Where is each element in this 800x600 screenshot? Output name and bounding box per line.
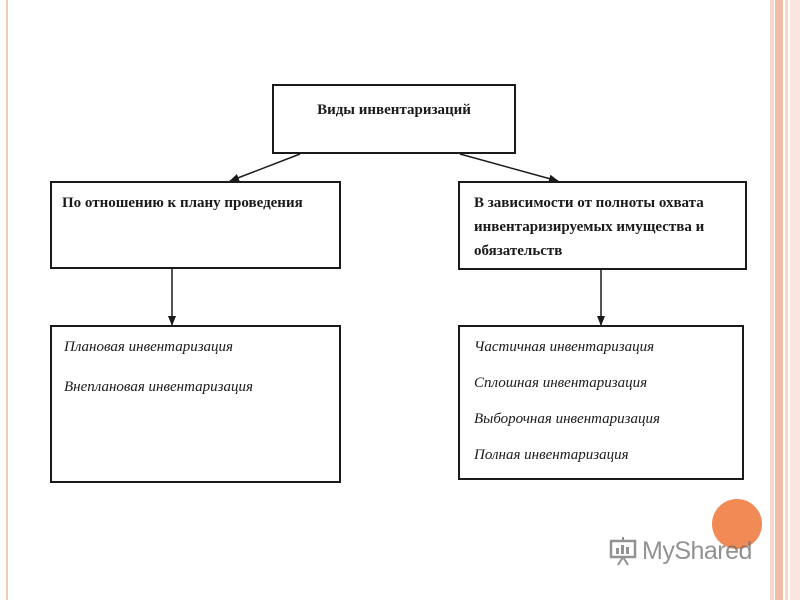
category-label: В зависимости от полноты охвата инвентар… bbox=[474, 195, 705, 259]
slide-frame-left-border bbox=[6, 0, 8, 600]
arrow-root-to-left bbox=[229, 153, 301, 182]
decorative-orange-circle bbox=[712, 499, 762, 549]
items-node-coverage: Частичная инвентаризация Сплошная инвент… bbox=[458, 325, 744, 480]
myshared-logo[interactable]: MyShared bbox=[608, 536, 752, 566]
list-item: Сплошная инвентаризация bbox=[474, 375, 648, 391]
list-item: Частичная инвентаризация bbox=[474, 339, 655, 355]
items-node-plan: Плановая инвентаризация Внеплановая инве… bbox=[50, 325, 341, 483]
list-item: Выборочная инвентаризация bbox=[474, 411, 660, 427]
presentation-board-icon bbox=[609, 537, 637, 566]
decorative-stripe bbox=[770, 0, 774, 600]
category-label: По отношению к плану проведения bbox=[62, 195, 303, 211]
list-item: Плановая инвентаризация bbox=[64, 339, 234, 355]
decorative-stripe bbox=[775, 0, 783, 600]
watermark-text: MyShared bbox=[642, 536, 752, 565]
arrow-root-to-right bbox=[459, 153, 559, 183]
category-node-coverage: В зависимости от полноты охвата инвентар… bbox=[458, 181, 747, 270]
list-item: Внеплановая инвентаризация bbox=[64, 379, 253, 395]
root-node-label: Виды инвентаризаций bbox=[317, 101, 471, 118]
category-node-plan: По отношению к плану проведения bbox=[50, 181, 341, 269]
decorative-stripe bbox=[790, 0, 800, 600]
decorative-stripe bbox=[785, 0, 788, 600]
root-node: Виды инвентаризаций bbox=[272, 84, 516, 154]
list-item: Полная инвентаризация bbox=[474, 447, 629, 463]
